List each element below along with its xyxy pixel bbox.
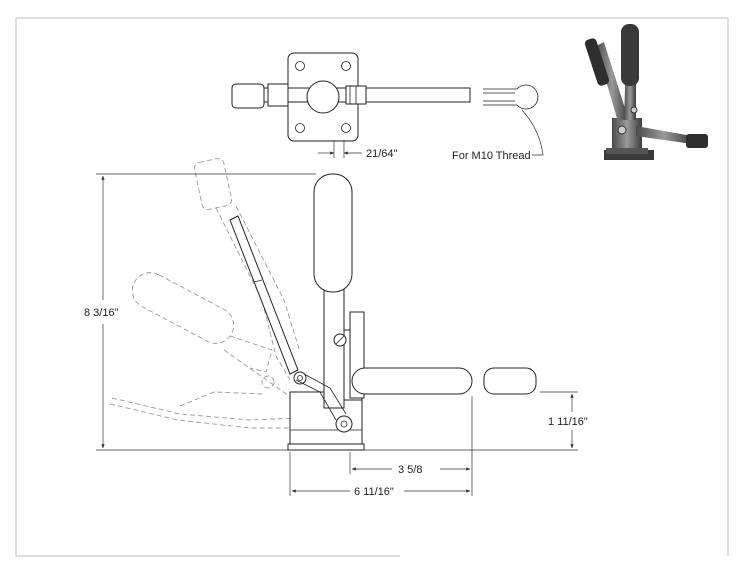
photo-spindle bbox=[686, 134, 708, 148]
link-bar bbox=[229, 215, 299, 375]
photo-grip bbox=[621, 24, 639, 86]
mount-hole-icon bbox=[341, 123, 351, 133]
top-view: 21/64" For M10 Thread bbox=[231, 52, 544, 162]
pivot-pin-icon bbox=[335, 415, 353, 433]
pivot-hub-top bbox=[306, 80, 340, 114]
ghost-handle-mid bbox=[131, 272, 235, 344]
open-position-ghosts bbox=[109, 158, 301, 429]
photo-arm bbox=[636, 126, 692, 144]
mount-hole-icon bbox=[295, 61, 305, 71]
handle-grip-top bbox=[231, 83, 265, 109]
handle-shaft bbox=[323, 287, 345, 409]
drawing-border bbox=[15, 17, 729, 557]
pivot-pin-icon bbox=[293, 371, 307, 385]
spindle-pad bbox=[483, 367, 537, 395]
base-to-spindle-label: 3 5/8 bbox=[398, 464, 422, 476]
spindle-hook bbox=[483, 84, 539, 110]
arm-bracket-top bbox=[267, 83, 289, 107]
mount-hole-icon bbox=[295, 123, 305, 133]
thread-note: For M10 Thread bbox=[452, 150, 531, 162]
photo-base bbox=[604, 150, 654, 160]
base-foot bbox=[287, 443, 365, 451]
overall-length-label: 6 11/16" bbox=[354, 486, 394, 498]
clamp-arm-side bbox=[351, 367, 473, 395]
slot-width-label: 21/64" bbox=[366, 148, 398, 160]
spindle-height-label: 1 11/16" bbox=[548, 416, 588, 428]
overall-height-label: 8 3/16" bbox=[84, 307, 119, 319]
side-view: 8 3/16" 1 11/16" 3 5/8 6 11/16" bbox=[84, 158, 588, 498]
handle-grip bbox=[313, 173, 353, 293]
photo-handle-left bbox=[596, 42, 628, 122]
mount-hole-icon bbox=[341, 61, 351, 71]
product-photo bbox=[584, 24, 708, 160]
